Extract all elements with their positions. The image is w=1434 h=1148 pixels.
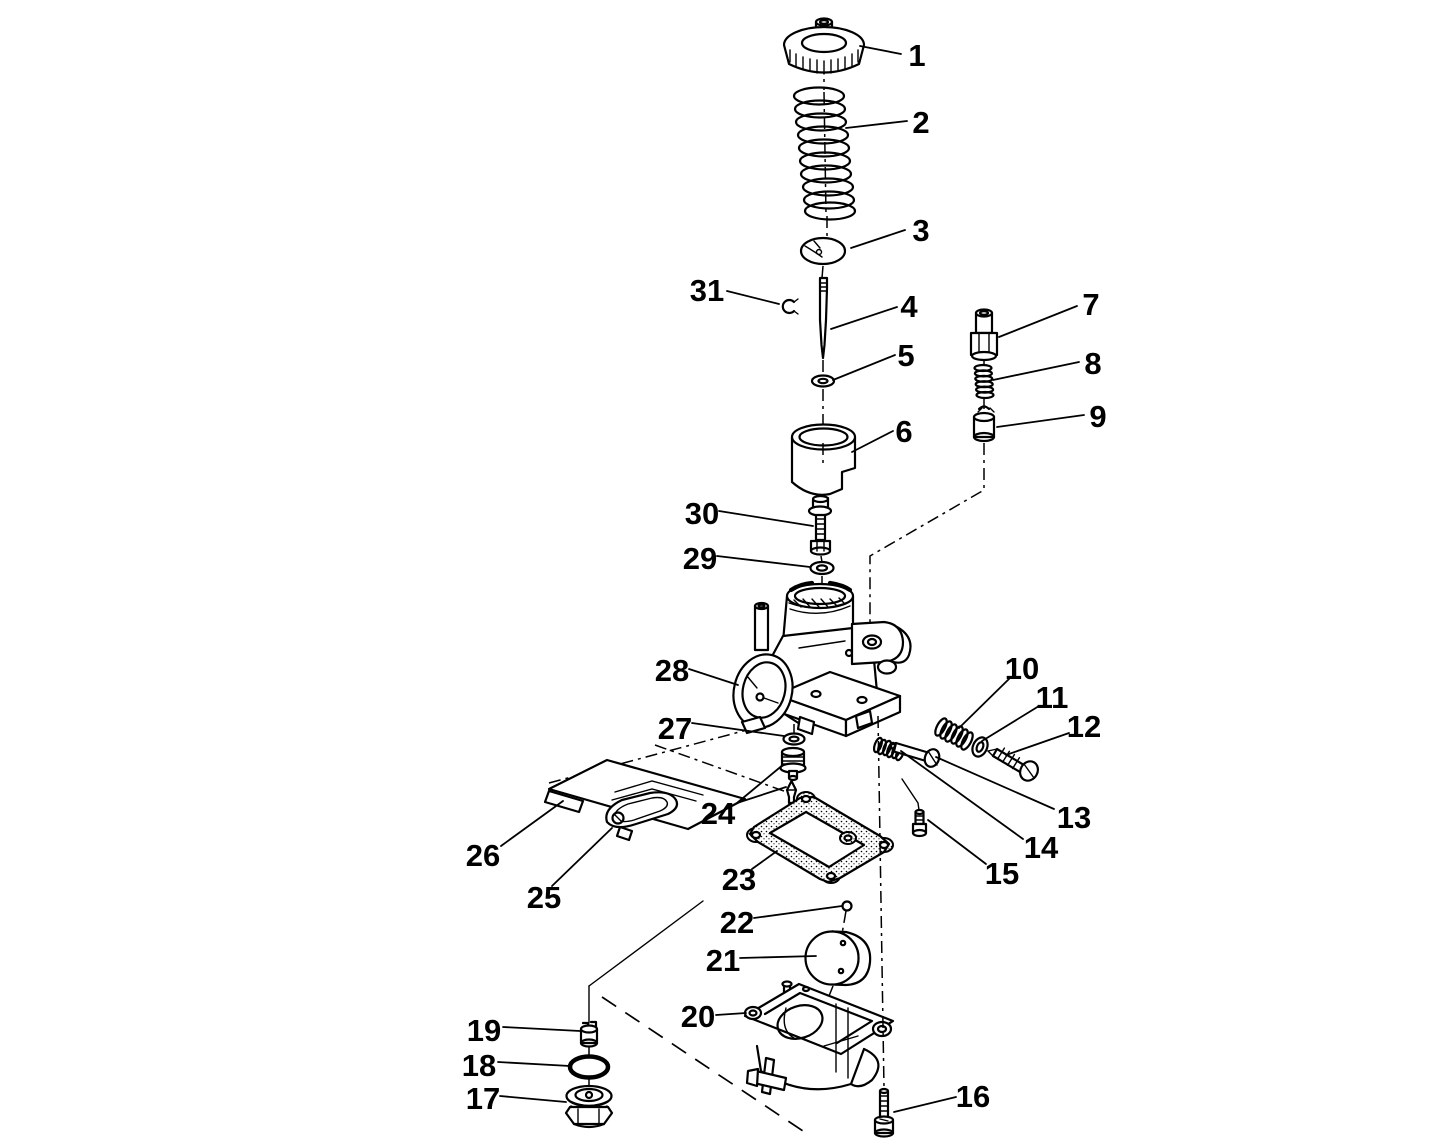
callout-7: 7 — [1082, 287, 1099, 322]
callout-13: 13 — [1057, 800, 1091, 835]
part-7-jet-drawing — [969, 308, 999, 362]
leader-11 — [981, 705, 1040, 742]
callout-21: 21 — [706, 943, 740, 978]
part-11-washer-drawing — [971, 736, 989, 758]
callout-28: 28 — [655, 653, 689, 688]
centerlines-behind — [548, 62, 985, 1086]
part-31-clip-drawing — [781, 298, 799, 315]
leader-13 — [935, 756, 1055, 810]
callout-8: 8 — [1084, 346, 1101, 381]
callout-20: 20 — [681, 999, 715, 1034]
part-4-jet-needle-drawing — [818, 276, 829, 360]
ball-axis — [841, 910, 847, 935]
leader-10 — [958, 676, 1012, 729]
callout-19: 19 — [467, 1013, 501, 1048]
callout-6: 6 — [895, 414, 912, 449]
callout-4: 4 — [900, 289, 918, 324]
leader-26 — [500, 800, 564, 847]
callout-9: 9 — [1089, 399, 1106, 434]
callout-3: 3 — [912, 213, 929, 248]
part-19-nut-drawing — [579, 1020, 599, 1048]
part-25-cable-bracket-drawing — [605, 791, 679, 842]
part-8-spring-drawing — [973, 363, 995, 400]
part-10-spring-drawing — [934, 717, 974, 751]
part-29-washer-drawing — [809, 560, 835, 576]
leader-14 — [900, 750, 1024, 840]
centerlines-front — [601, 715, 885, 1134]
callout-16: 16 — [956, 1079, 990, 1114]
part-28-carburetor-body-drawing — [732, 580, 912, 738]
leader-24 — [736, 763, 787, 804]
callout-5: 5 — [897, 338, 914, 373]
callout-18: 18 — [462, 1048, 496, 1083]
leader-9 — [996, 414, 1085, 428]
part-6-throttle-slide-drawing — [790, 423, 857, 496]
leader-15 — [927, 819, 987, 865]
callout-17: 17 — [466, 1081, 500, 1116]
part-16-screw-drawing — [873, 1087, 895, 1138]
callout-27: 27 — [658, 711, 692, 746]
leader-20 — [715, 1012, 747, 1016]
leader-1 — [859, 45, 902, 55]
leader-31 — [726, 290, 780, 305]
callout-12: 12 — [1067, 709, 1101, 744]
leader-6 — [851, 430, 894, 453]
part-27-washer-drawing — [782, 732, 806, 746]
callout-2: 2 — [912, 105, 929, 140]
part-21-float-drawing — [804, 930, 872, 987]
callout-25: 25 — [527, 880, 561, 915]
callout-31: 31 — [690, 273, 724, 308]
leader-2 — [845, 120, 908, 129]
leader-28 — [688, 668, 739, 686]
part-17-drain-plug-drawing — [564, 1084, 614, 1129]
leader-3 — [850, 229, 906, 249]
leader-25 — [551, 827, 613, 887]
callout-30: 30 — [685, 496, 719, 531]
part-1-cap-drawing — [782, 17, 866, 75]
part-2-spring-drawing — [792, 86, 857, 221]
callout-11: 11 — [1036, 680, 1069, 715]
callout-14: 14 — [1024, 830, 1059, 865]
leader-8 — [992, 361, 1080, 381]
leader-16 — [893, 1096, 957, 1113]
callout-15: 15 — [985, 856, 1019, 891]
part-22-ball-drawing — [841, 900, 853, 912]
callout-10: 10 — [1005, 651, 1039, 686]
leader-lines — [497, 45, 1085, 1113]
part-12-air-screw-drawing — [986, 747, 1039, 782]
callout-24: 24 — [701, 796, 736, 831]
callout-23: 23 — [722, 862, 756, 897]
leader-4 — [830, 306, 898, 330]
leader-22 — [753, 905, 843, 919]
callout-29: 29 — [683, 541, 717, 576]
leader-5 — [832, 354, 896, 381]
leader-23 — [751, 850, 778, 870]
leader-19 — [502, 1026, 581, 1032]
leader-27 — [691, 722, 785, 737]
part-20-float-bowl-drawing — [743, 980, 895, 1096]
leader-12 — [1005, 732, 1070, 756]
leader-29 — [716, 555, 811, 568]
callout-26: 26 — [466, 838, 500, 873]
leader-17 — [499, 1095, 567, 1103]
part-9-plunger-cap-drawing — [972, 405, 996, 443]
leader-21 — [739, 955, 817, 959]
part-30-screw-drawing — [807, 494, 833, 556]
part-5-washer-drawing — [810, 374, 836, 388]
part-24-needle-valve-drawing — [779, 746, 807, 805]
callout-22: 22 — [720, 905, 754, 940]
leader-30 — [718, 510, 814, 527]
callout-labels: 1 2 3 4 5 6 7 8 9 10 11 12 13 14 15 16 1… — [462, 38, 1107, 1116]
part-13-pilot-screw-drawing — [888, 741, 941, 768]
leader-18 — [497, 1061, 571, 1067]
callout-1: 1 — [908, 38, 925, 73]
part-18-o-ring-drawing — [567, 1054, 611, 1080]
part-23-gasket-drawing — [746, 791, 894, 884]
part-15-screw-drawing — [901, 778, 928, 838]
leader-7 — [998, 305, 1078, 338]
part-3-retainer-plate-drawing — [799, 236, 847, 266]
